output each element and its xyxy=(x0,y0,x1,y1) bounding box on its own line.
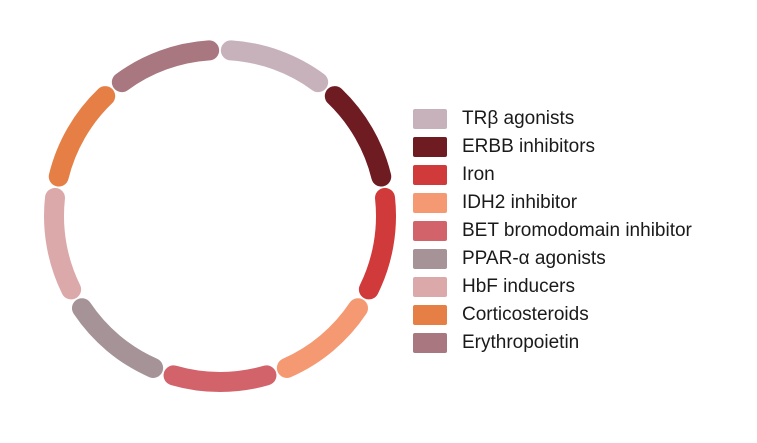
legend-swatch xyxy=(413,165,447,185)
legend-swatch xyxy=(413,249,447,269)
legend-swatch xyxy=(413,277,447,297)
ring-segment-5 xyxy=(71,298,164,378)
legend-item: BET bromodomain inhibitor xyxy=(413,217,692,245)
legend-swatch xyxy=(413,193,447,213)
legend-swatch xyxy=(413,109,447,129)
legend-item: Iron xyxy=(413,161,692,189)
legend-label: HbF inducers xyxy=(462,276,575,297)
legend-item: PPAR-α agonists xyxy=(413,245,692,273)
legend-item: IDH2 inhibitor xyxy=(413,189,692,217)
legend-swatch xyxy=(413,305,447,325)
legend-label: PPAR-α agonists xyxy=(462,248,606,269)
legend-item: Erythropoietin xyxy=(413,329,692,357)
ring-segment-7 xyxy=(48,86,116,187)
ring-segment-3 xyxy=(276,298,369,378)
legend-label: Erythropoietin xyxy=(462,332,580,353)
legend-label: IDH2 inhibitor xyxy=(462,192,578,213)
legend-label: TRβ agonists xyxy=(462,108,575,129)
ring-segment-0 xyxy=(220,40,329,93)
legend-item: HbF inducers xyxy=(413,273,692,301)
legend-swatch xyxy=(413,221,447,241)
ring-segment-4 xyxy=(163,365,277,392)
legend-item: ERBB inhibitors xyxy=(413,133,692,161)
legend-label: BET bromodomain inhibitor xyxy=(462,220,692,241)
ring-chart xyxy=(44,40,396,392)
ring-segment-8 xyxy=(111,40,220,93)
ring-segment-2 xyxy=(358,187,396,300)
legend-label: Corticosteroids xyxy=(462,304,589,325)
legend-swatch xyxy=(413,333,447,353)
legend-item: Corticosteroids xyxy=(413,301,692,329)
ring-segment-1 xyxy=(324,86,392,187)
legend-label: ERBB inhibitors xyxy=(462,136,596,157)
legend-item: TRβ agonists xyxy=(413,105,692,133)
legend-swatch xyxy=(413,137,447,157)
ring-segment-6 xyxy=(44,187,82,300)
legend-label: Iron xyxy=(462,164,495,185)
